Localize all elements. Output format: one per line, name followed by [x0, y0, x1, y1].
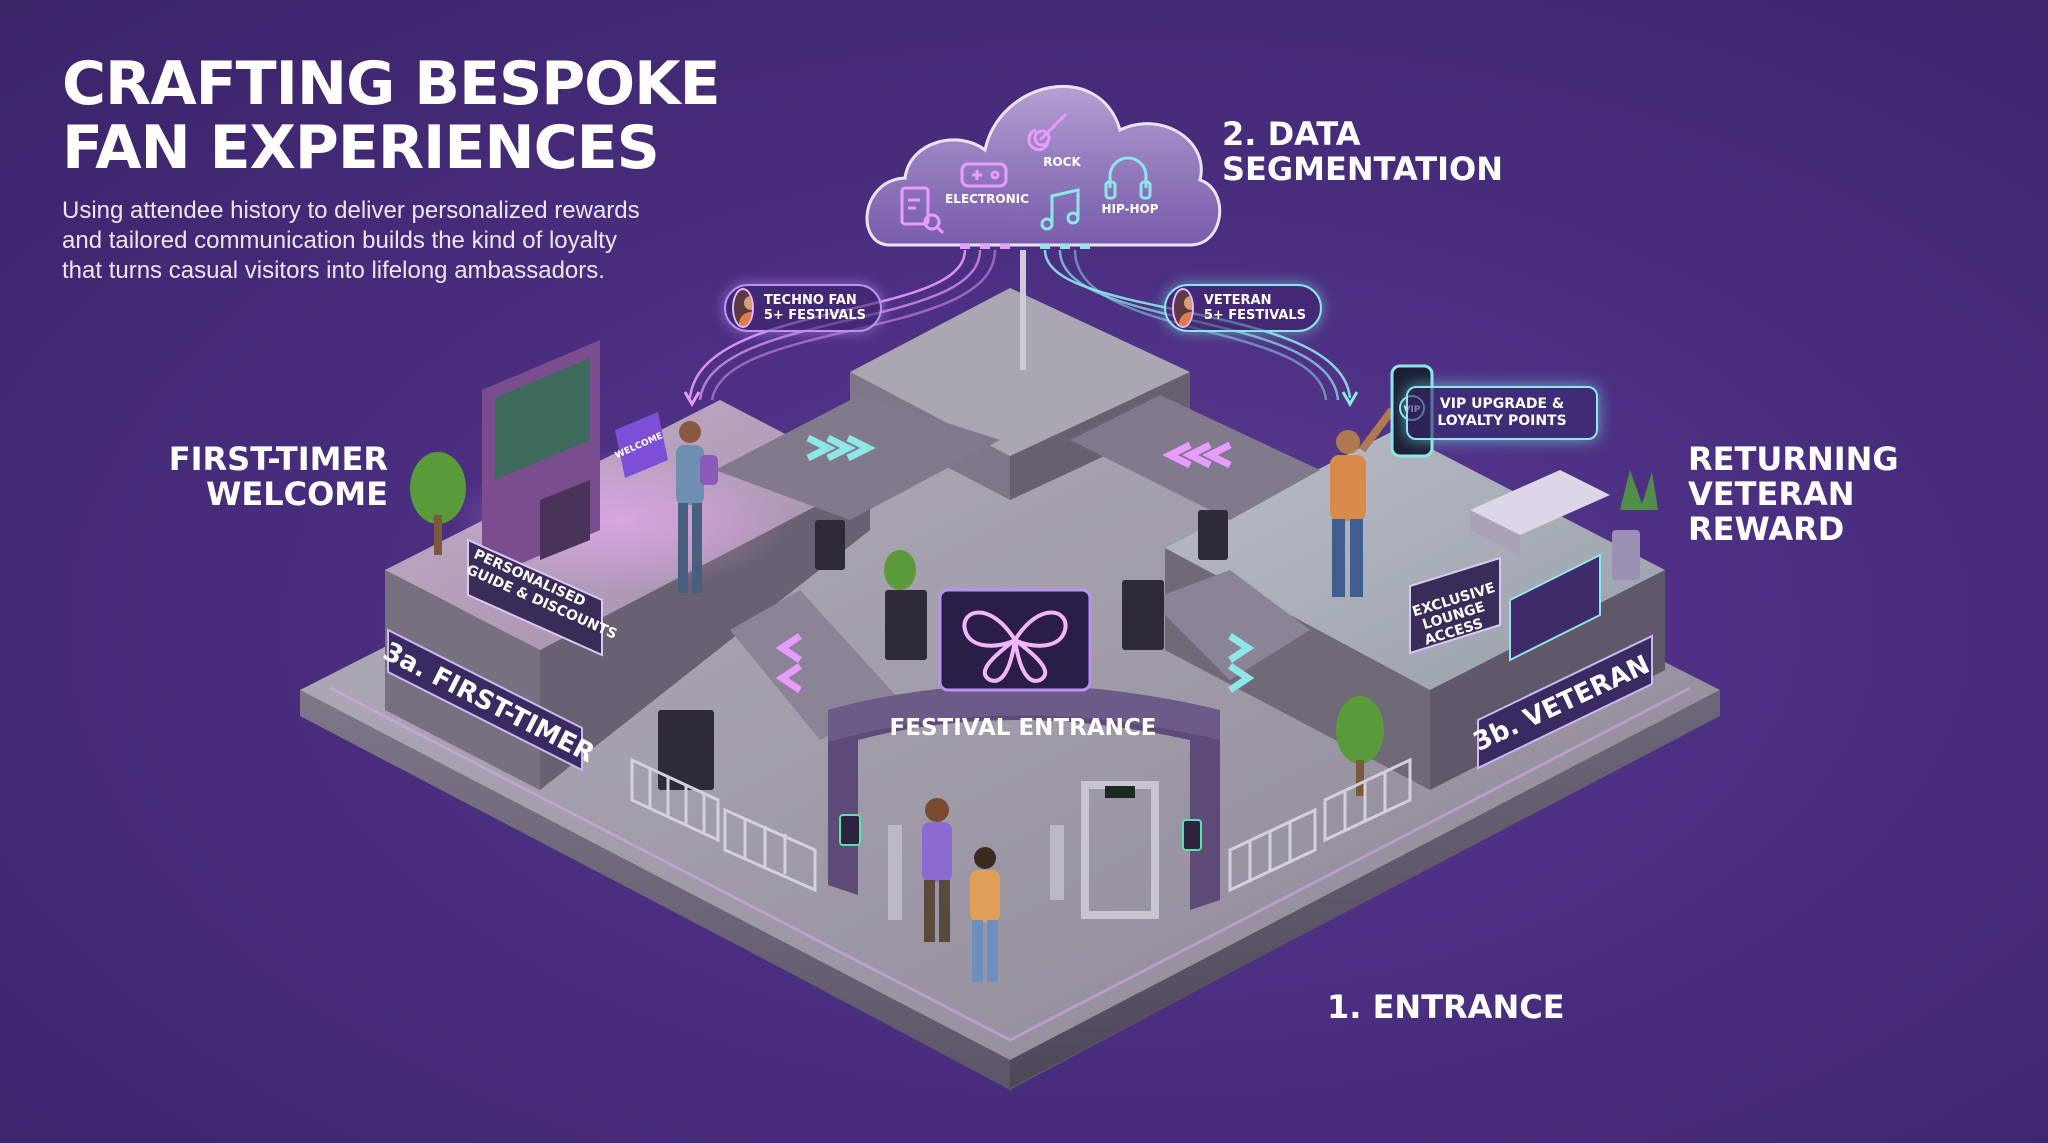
vip-upgrade-callout: VIP UPGRADE & LOYALTY POINTS: [1406, 386, 1598, 440]
subtitle-line-3: that turns casual visitors into lifelong…: [62, 257, 605, 284]
gamepad-icon: [960, 162, 1008, 188]
vip-callout-text: VIP UPGRADE & LOYALTY POINTS: [1437, 396, 1566, 430]
cloud-pole: [1020, 250, 1026, 370]
first-timer-line-2: WELCOME: [206, 475, 388, 513]
veteran-line-3: REWARD: [1688, 510, 1845, 548]
subtitle-line-1: Using attendee history to deliver person…: [62, 197, 640, 224]
stage-label-data-segmentation: 2. DATA SEGMENTATION: [1222, 117, 1503, 187]
vip-lounge: [1470, 470, 1658, 662]
techno-fan-line-2: 5+ FESTIVALS: [763, 308, 866, 323]
data-segmentation-line-1: 2. DATA: [1222, 115, 1361, 153]
genre-label-electronic: ELECTRONIC: [945, 192, 1029, 206]
avatar: [732, 288, 754, 328]
stage-label-returning-veteran-reward: RETURNING VETERAN REWARD: [1688, 442, 1899, 547]
veteran-line-1: RETURNING: [1688, 440, 1899, 478]
guitar-icon: [1027, 112, 1068, 152]
genre-label-hip-hop: HIP-HOP: [1101, 202, 1158, 216]
entrance-attendees: [922, 798, 1000, 982]
lounge-access-sign: EXCLUSIVE LOUNGE ACCESS: [1409, 556, 1501, 655]
veteran-text: VETERAN 5+ FESTIVALS: [1204, 293, 1306, 323]
page-title: CRAFTING BESPOKE FAN EXPERIENCES: [62, 49, 721, 183]
festival-entrance-gate: FESTIVAL ENTRANCE: [828, 588, 1220, 920]
entrance-label: 1. ENTRANCE: [1327, 988, 1565, 1026]
headphones-icon: [1104, 156, 1152, 200]
veteran-profile-tag: VETERAN 5+ FESTIVALS: [1164, 284, 1322, 332]
welcome-kiosk: WELCOME: [482, 340, 668, 580]
cloud-lights: [960, 244, 1090, 249]
arrow-chevrons: [775, 434, 1255, 693]
data-chart-icon: [900, 186, 945, 235]
title-line-2: FAN EXPERIENCES: [62, 113, 660, 183]
title-line-1: CRAFTING BESPOKE: [62, 49, 721, 119]
techno-fan-text: TECHNO FAN 5+ FESTIVALS: [764, 293, 866, 323]
veteran-line-2: VETERAN: [1688, 475, 1855, 513]
first-timer-line-1: FIRST-TIMER: [168, 440, 388, 478]
vip-callout-line-2: LOYALTY POINTS: [1437, 413, 1567, 429]
stage-label-entrance: 1. ENTRANCE: [1327, 990, 1565, 1025]
speakers: [658, 510, 1228, 790]
page-subtitle: Using attendee history to deliver person…: [62, 196, 722, 286]
stage-label-first-timer-welcome: FIRST-TIMER WELCOME: [150, 442, 388, 512]
veteran-tag-line-1: VETERAN: [1203, 293, 1272, 308]
genre-label-rock: ROCK: [1043, 155, 1081, 169]
vip-callout-line-1: VIP UPGRADE &: [1439, 396, 1565, 412]
crowd-barriers: [630, 757, 1412, 893]
avatar: [1172, 288, 1194, 328]
data-segmentation-line-2: SEGMENTATION: [1222, 150, 1503, 188]
trees: [410, 452, 1384, 796]
techno-fan-profile-tag: TECHNO FAN 5+ FESTIVALS: [724, 284, 882, 332]
veteran-tag-line-2: 5+ FESTIVALS: [1203, 308, 1306, 323]
first-timer-attendee: [676, 421, 718, 593]
data-cloud: ELECTRONIC ROCK HIP-HOP: [865, 84, 1222, 249]
subtitle-line-2: and tailored communication builds the ki…: [62, 227, 617, 254]
techno-fan-line-1: TECHNO FAN: [763, 293, 857, 308]
ramps: [715, 395, 1320, 740]
festival-entrance-sign: FESTIVAL ENTRANCE: [890, 715, 1157, 741]
music-note-icon: [1040, 188, 1080, 231]
